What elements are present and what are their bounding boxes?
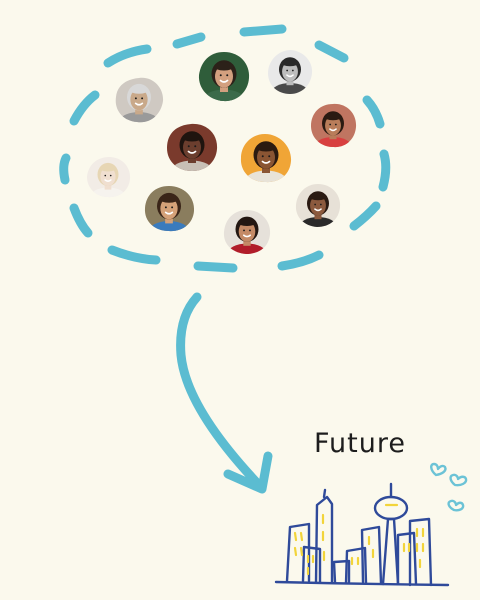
building-6 — [396, 531, 418, 586]
future-caption: Future — [314, 428, 406, 459]
portrait-woman-red-sweater — [223, 210, 271, 254]
portrait-woman-blonde — [87, 157, 131, 198]
loop-dash-left-1 — [69, 90, 100, 126]
curved-arrow — [176, 292, 273, 494]
loop-dash-upper-left — [103, 44, 152, 68]
portrait-woman-dark-skin — [167, 123, 218, 171]
antenna-1 — [322, 488, 327, 499]
loop-dash-bottom-3 — [277, 250, 324, 271]
ground-line — [274, 580, 450, 587]
tower-pod — [373, 495, 409, 521]
dashed-loop — [59, 24, 391, 273]
loop-dash-top-3 — [314, 40, 349, 63]
heart-bottom — [447, 499, 465, 512]
building-8-front — [332, 559, 351, 584]
portrait-man-glasses — [115, 77, 164, 123]
arrow-shaft — [176, 292, 265, 491]
loop-dash-left-3 — [69, 203, 93, 238]
building-5 — [360, 525, 383, 585]
portrait-man-curly-bw — [268, 50, 313, 94]
loop-dash-left-2 — [59, 153, 71, 185]
portrait-woman-laughing-orange — [240, 134, 292, 183]
loop-dash-right-2 — [378, 149, 391, 192]
building-2 — [301, 545, 322, 584]
loop-dash-top-1 — [239, 24, 287, 37]
heart-small — [430, 462, 447, 477]
loop-dash-right-1 — [349, 201, 381, 231]
portrait-man-smiling-green — [198, 52, 250, 102]
portrait-woman-laughing-blue — [144, 186, 195, 232]
people-portraits — [87, 50, 357, 254]
building-7 — [408, 517, 433, 587]
floating-hearts — [430, 462, 468, 512]
building-3 — [314, 495, 334, 584]
loop-dash-top-2 — [172, 32, 206, 49]
building-1 — [285, 522, 311, 583]
city-skyline-drawing — [274, 482, 450, 587]
tower-pole — [381, 517, 400, 586]
heart-medium — [449, 473, 468, 487]
loop-dash-bottom-1 — [107, 245, 161, 265]
portrait-woman-red-top — [311, 103, 357, 148]
portrait-woman-curly — [295, 184, 341, 227]
loop-dash-right-3 — [362, 95, 385, 129]
arrow-head — [223, 451, 273, 494]
city-windows — [293, 503, 425, 576]
building-4 — [344, 546, 368, 585]
loop-dash-bottom-2 — [193, 261, 238, 273]
